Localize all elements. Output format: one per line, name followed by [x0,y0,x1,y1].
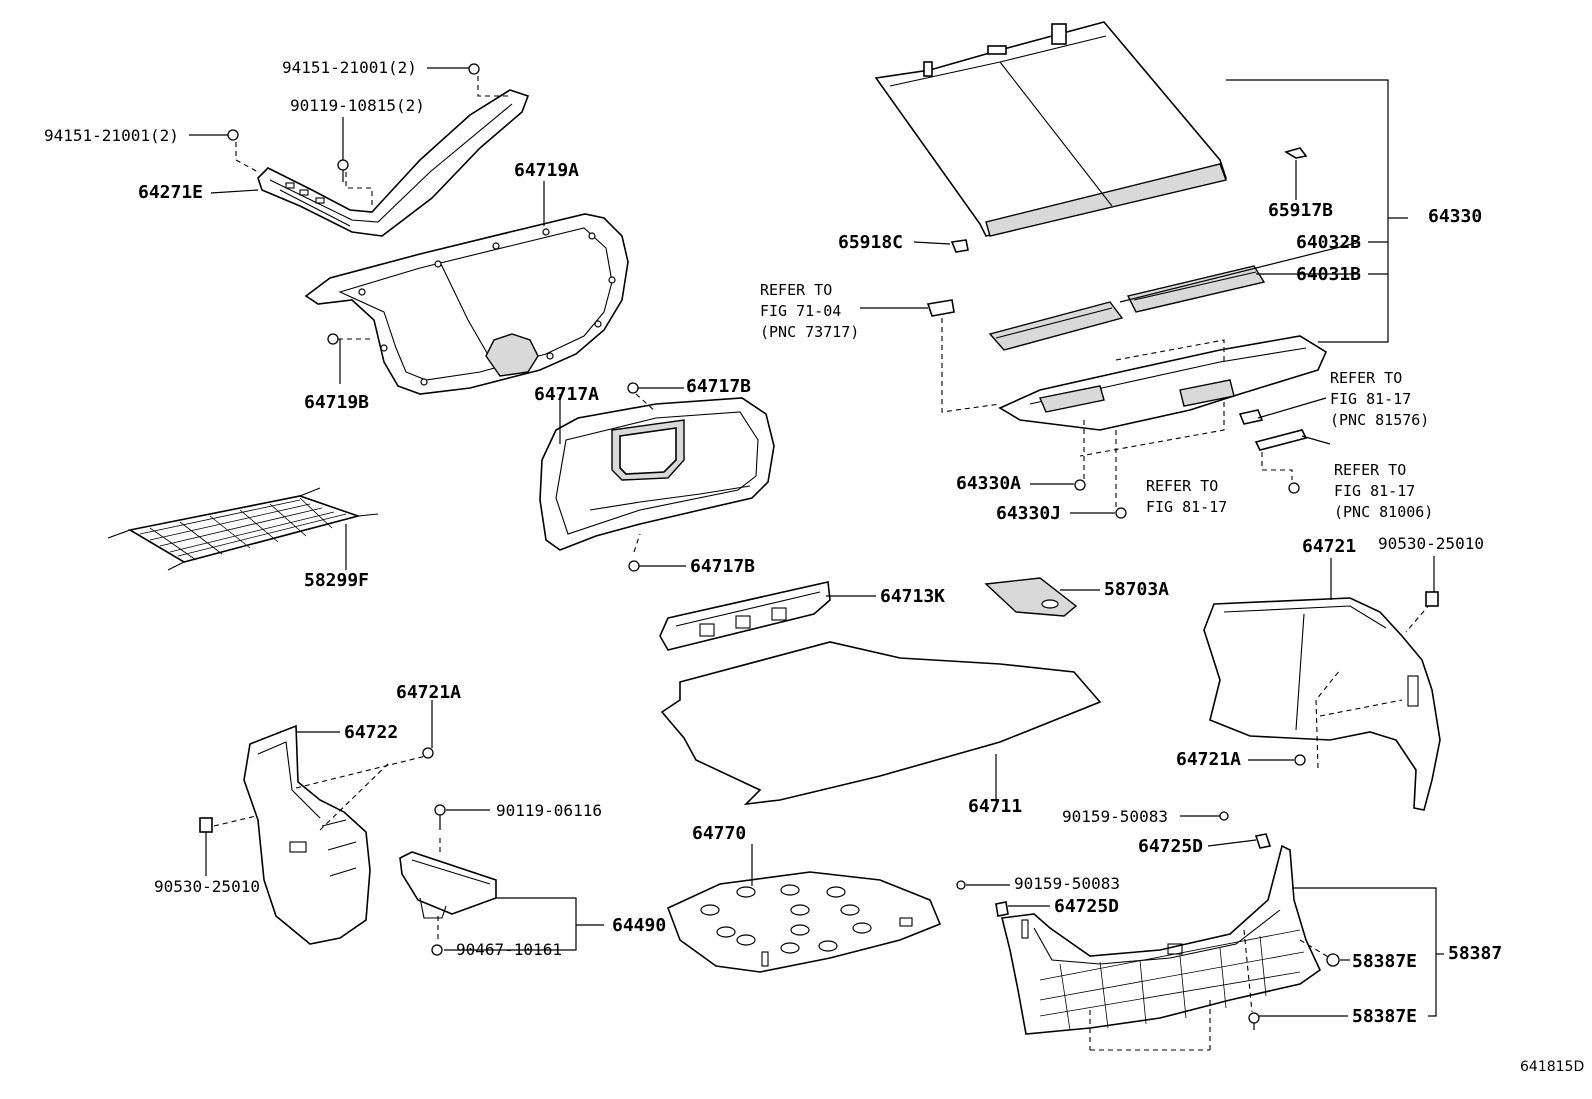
part-58387-drawing [1001,844,1331,1051]
part-64721-drawing [1203,597,1441,811]
bolt-90119-06116-icon [434,804,446,830]
label-58387E-b[interactable]: 58387E [1352,1006,1418,1027]
clip-64719B-icon [327,333,372,345]
clip-64717B-top-icon [627,382,639,394]
clip-64330A-icon [1074,479,1086,491]
label-64722[interactable]: 64722 [344,722,399,743]
label-65918C[interactable]: 65918C [838,232,904,253]
label-64330A[interactable]: 64330A [956,473,1022,494]
label-64725D-a[interactable]: 64725D [1138,836,1204,857]
part-64330-cover-drawing [874,21,1228,237]
part-58299F-drawing [107,487,379,571]
label-65917B[interactable]: 65917B [1268,200,1334,221]
part-58703A-drawing [984,577,1078,617]
label-64719A[interactable]: 64719A [514,160,580,181]
label-90119-06116[interactable]: 90119-06116 [496,801,602,820]
ref-fig-71-04[interactable]: REFER TO FIG 71-04 (PNC 73717) [760,281,860,341]
label-64719B[interactable]: 64719B [304,392,370,413]
part-64271E-drawing [235,76,530,237]
part-64031B-drawing [1126,265,1266,313]
part-64711-drawing [660,641,1102,806]
label-64490[interactable]: 64490 [612,915,667,936]
label-64717B-bottom[interactable]: 64717B [690,556,756,577]
label-64717B-top[interactable]: 64717B [686,376,752,397]
ref-fig-81-17-a[interactable]: REFER TO FIG 81-17 (PNC 81576) [1330,369,1430,429]
label-64713K[interactable]: 64713K [880,586,946,607]
label-64717A[interactable]: 64717A [534,384,600,405]
label-90159-50083-b[interactable]: 90159-50083 [1014,874,1120,893]
label-64330[interactable]: 64330 [1428,206,1483,227]
ref-part-81576-icon [1238,409,1264,425]
label-58703A[interactable]: 58703A [1104,579,1170,600]
label-64032B[interactable]: 64032B [1296,232,1362,253]
part-64719A-drawing [304,213,629,395]
label-64031B[interactable]: 64031B [1296,264,1362,285]
part-64717A-drawing [539,393,775,553]
label-94151-21001-a[interactable]: 94151-21001(2) [282,58,417,77]
clip-90530-right-icon [1425,591,1439,607]
clip-64721A-left-icon [422,747,434,759]
ref-part-73717-icon [926,299,955,317]
label-64711[interactable]: 64711 [968,796,1023,817]
part-64713K-drawing [659,581,831,651]
label-90530-25010-left[interactable]: 90530-25010 [154,877,260,896]
label-90530-25010-right[interactable]: 90530-25010 [1378,534,1484,553]
label-64271E[interactable]: 64271E [138,182,204,203]
label-64721A-left[interactable]: 64721A [396,682,462,703]
diagram-code: 641815D [1520,1059,1585,1075]
part-64490-drawing [399,838,497,940]
clip-58387E-a-icon [1326,953,1340,967]
label-90159-50083-a[interactable]: 90159-50083 [1062,807,1168,826]
clip-64725D-b-icon [995,901,1009,917]
screw-90159-b-icon [956,880,966,890]
label-64721A-right[interactable]: 64721A [1176,749,1242,770]
clip-94151-a-icon [468,63,480,75]
label-64721[interactable]: 64721 [1302,536,1357,557]
clip-90530-left-icon [199,817,213,833]
clip-65918C-icon [950,239,969,253]
ref-fig-81-17-c[interactable]: REFER TO FIG 81-17 (PNC 81006) [1334,461,1434,521]
screw-90159-a-icon [1219,811,1229,821]
label-90119-10815[interactable]: 90119-10815(2) [290,96,425,115]
ref-part-81006-icon [1254,429,1308,494]
clip-94151-b-icon [227,129,239,141]
label-94151-21001-b[interactable]: 94151-21001(2) [44,126,179,145]
part-package-tray-drawing [941,318,1328,508]
clip-64721A-right-icon [1294,754,1306,766]
label-64725D-b[interactable]: 64725D [1054,896,1120,917]
label-58387E-a[interactable]: 58387E [1352,951,1418,972]
label-64770[interactable]: 64770 [692,823,747,844]
bolt-90467-10161-icon [431,944,443,956]
part-64722-drawing [213,724,427,945]
clip-64725D-a-icon [1254,833,1272,849]
ref-fig-81-17-b[interactable]: REFER TO FIG 81-17 [1146,477,1228,516]
clip-64330J-icon [1115,507,1127,519]
bolt-90119-10815-icon [337,159,349,182]
part-64032B-drawing [988,301,1124,351]
part-64770-drawing [666,871,942,973]
label-90467-10161[interactable]: 90467-10161 [456,940,562,959]
label-58299F[interactable]: 58299F [304,570,370,591]
hook-65917B-icon [1284,147,1308,159]
clip-58387E-b-icon [1248,1012,1260,1030]
clip-64717B-bottom-icon [628,560,640,572]
leader-lines [189,67,1444,1017]
label-64330J[interactable]: 64330J [996,503,1062,524]
label-58387[interactable]: 58387 [1448,943,1503,964]
